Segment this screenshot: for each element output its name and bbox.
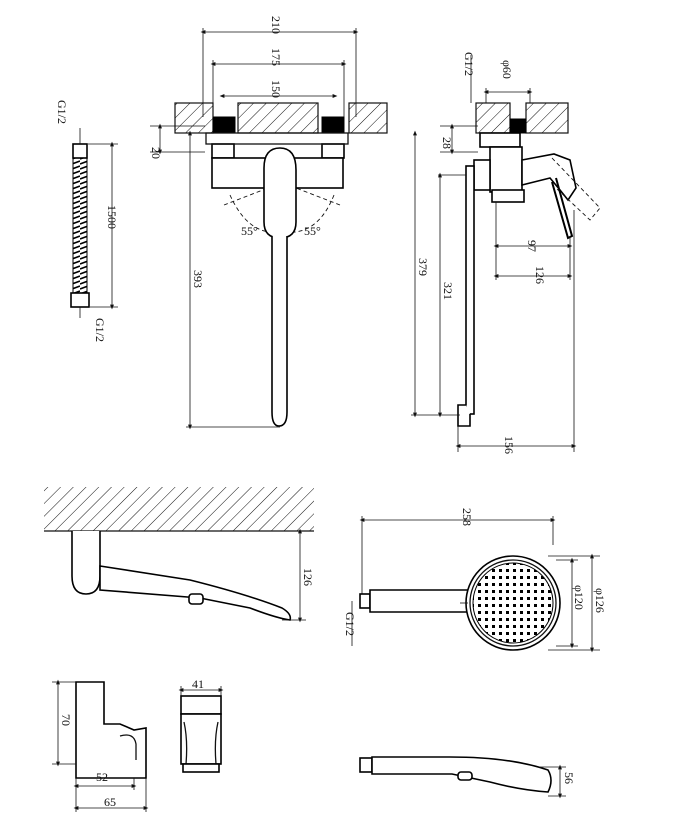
dim-150-label: 150	[269, 80, 283, 98]
holder-dim-52-label: 52	[96, 770, 108, 784]
holder-side-view: 70 52 65	[52, 679, 149, 812]
side-diameter-label: φ60	[500, 60, 514, 79]
hose-length-label: 1500	[105, 205, 119, 229]
wall-section-side-right	[525, 102, 569, 134]
dim-210-label: 210	[269, 16, 283, 34]
angle-left-label: 55°	[241, 224, 258, 238]
hose-top-nut	[72, 143, 88, 159]
handshower-side-height-label: 56	[562, 772, 576, 784]
side-dim-97-label: 97	[525, 240, 539, 252]
handshower-inner-diam-label: φ120	[572, 585, 586, 610]
holder-dim-41-label: 41	[192, 677, 204, 691]
spout-side-view: 126	[44, 487, 315, 623]
dim-175-label: 175	[269, 48, 283, 66]
spout-body	[99, 565, 292, 621]
wall-section-right	[348, 102, 388, 134]
holder-front-body	[180, 713, 222, 765]
handshower-nozzle-face	[472, 562, 554, 644]
front-view: 210 175 150 20 55° 55° 393	[149, 16, 388, 430]
side-mixer-body	[489, 146, 523, 193]
mixer-lever	[263, 147, 297, 239]
dim-393-label: 393	[191, 270, 205, 288]
holder-front-view: 41	[178, 677, 224, 773]
side-view: φ60 G1/2 28 379 321 97 126	[411, 52, 601, 454]
handshower-length-label: 258	[460, 508, 474, 526]
spout-front	[271, 236, 288, 427]
side-dim-379-label: 379	[416, 258, 430, 276]
side-lever	[521, 153, 577, 202]
wall-section-middle	[237, 102, 319, 134]
holder-dim-70-label: 70	[59, 714, 73, 726]
hose-bottom-nut	[70, 292, 90, 308]
hose-coil	[72, 157, 88, 294]
dim-20-label: 20	[149, 147, 163, 159]
side-dim-28-label: 28	[440, 137, 454, 149]
side-thread-label: G1/2	[462, 52, 476, 76]
handshower-side-view: 56	[359, 756, 576, 799]
spout-mount	[71, 531, 101, 595]
holder-bracket	[75, 681, 147, 779]
handshower-outer-diam-label: φ126	[593, 588, 607, 613]
hose-thread-bottom-label: G1/2	[93, 318, 107, 342]
side-dim-321-label: 321	[441, 282, 455, 300]
angle-right-label: 55°	[304, 224, 321, 238]
handshower-thread-label: G1/2	[343, 612, 357, 636]
wall-hatch-spout	[44, 487, 314, 531]
wall-section-side-left	[475, 102, 511, 134]
wall-section-left	[174, 102, 214, 134]
hose-view: G1/2 1500 G1/2	[55, 100, 119, 342]
holder-dim-65-label: 65	[104, 795, 116, 809]
side-dim-126-label: 126	[533, 266, 547, 284]
side-dim-156-label: 156	[502, 436, 516, 454]
spout-dim-126-label: 126	[301, 568, 315, 586]
hose-thread-top-label: G1/2	[55, 100, 69, 124]
handshower-front-view: 258 φ126 φ120 G1/2	[343, 508, 607, 653]
